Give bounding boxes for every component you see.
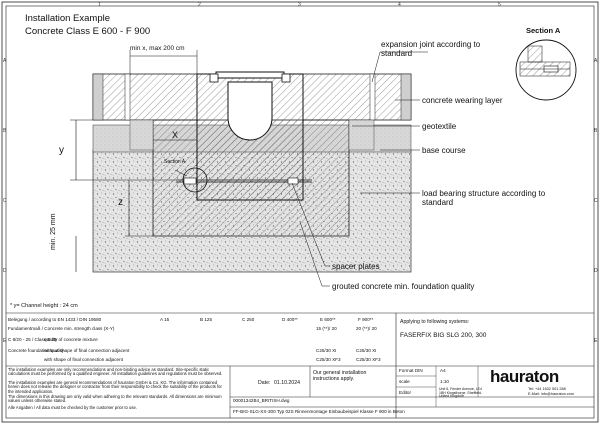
general-note: Our general installation instructions ap… [313, 370, 367, 383]
grid-row-c: C [3, 198, 7, 204]
company-phone: Tel: +44 1632 501 288 [528, 387, 566, 391]
leader-grouted [299, 221, 330, 287]
format-value: A4 [440, 368, 446, 373]
grid-row-e: E [3, 338, 7, 344]
label-base-course: base course [422, 146, 466, 155]
spec-row5-note: with shape of final connection adjacent [44, 357, 123, 362]
section-a-small-label: Section A [164, 159, 186, 165]
title-line1: Installation Example [25, 13, 111, 24]
expansion-joint-left [124, 73, 131, 121]
editor-label: Editor [399, 390, 412, 395]
spec-row2-e600: 15 (**)/ 20 [316, 326, 337, 331]
wearing-layer-right [302, 73, 412, 121]
grating-frame-left [209, 73, 219, 83]
dim-z: z [118, 197, 123, 208]
spec-row5-f900: C25/30 XF3 [356, 357, 381, 362]
spec-row2-f900: 20 (**)/ 20 [356, 326, 377, 331]
leader-spacer [291, 182, 330, 267]
dim-min-max: min x, max 200 cm [130, 45, 185, 52]
grid-col-4: 4 [398, 2, 401, 8]
label-geotextile: geotextile [422, 122, 457, 131]
class-d400: D 400** [282, 317, 298, 322]
grid-row-d-right: D [594, 268, 598, 274]
wearing-layer-left-strip [92, 73, 104, 121]
grid-row-e-right: E [594, 338, 598, 344]
class-a15: A 15 [160, 317, 170, 322]
spec-row3-label: C 8/20 - 25 / Class B 25 [8, 337, 57, 342]
grid-col-3: 3 [298, 2, 301, 8]
grid-row-d: D [3, 268, 7, 274]
grid-row-b: B [3, 128, 7, 134]
grid-row-a: A [3, 58, 7, 64]
grid-col-1: 1 [98, 2, 101, 8]
company-logo: hauraton [490, 367, 559, 386]
spec-row3-note: quality of concrete mixture [44, 337, 98, 342]
company-email: E-Mail: info@hauraton.com [528, 392, 575, 396]
section-a-heading: Section A [526, 26, 561, 35]
label-load-bearing: load bearing structure according to stan… [422, 189, 546, 208]
note-1: The installation examples are only recom… [8, 367, 223, 377]
spec-row1-label: Belegung / according to EN 1433 / DIN 19… [8, 317, 102, 322]
note-2: The installation examples are general re… [8, 380, 222, 394]
spacer-plate-left [183, 177, 197, 185]
label-concrete-wearing-layer: concrete wearing layer [422, 96, 503, 105]
grating [215, 71, 285, 79]
note-4: Alle Angaben / All data must be checked … [8, 405, 137, 410]
scale-label: scale [399, 379, 410, 384]
applies-label: Applying to following systems: [400, 319, 470, 325]
grid-row-a-right: A [594, 58, 598, 64]
grid-row-c-right: C [594, 198, 598, 204]
label-spacer-plates: spacer plates [332, 262, 380, 271]
channel-inner [227, 81, 273, 141]
spec-row4-e600: C25/30 XI [316, 348, 337, 353]
footnote: * y= Channel height : 24 cm [10, 303, 78, 309]
base-right [348, 119, 375, 151]
spacer-plate-right [287, 177, 299, 185]
class-c250: C 250 [242, 317, 255, 322]
spec-row2-label: Fundamentmaß / Concrete min. strength cl… [8, 326, 115, 331]
drawing-number: 00001342B4_BRITISH.dwg [233, 398, 290, 403]
scale-value: 1:10 [440, 379, 449, 384]
wearing-layer-right-strip [400, 73, 412, 121]
spec-row5-e600: C25/30 XF3 [316, 357, 341, 362]
format-label: Format DIN [399, 368, 423, 373]
grid-row-b-right: B [594, 128, 598, 134]
grid-col-2: 2 [198, 2, 201, 8]
spec-row4-note: without shape of final connection adjace… [44, 348, 130, 353]
section-a-marker [182, 167, 208, 193]
class-b125: B 125 [200, 317, 213, 322]
label-grouted-concrete: grouted concrete min. foundation quality [332, 282, 475, 291]
wearing-layer-left [92, 73, 198, 121]
inner-frame [5, 5, 595, 419]
dim-x: X [172, 130, 179, 140]
base-left [129, 119, 154, 151]
dim-y: y [59, 145, 64, 156]
company-address: Unit 6, Fender Avenue, LE4 1BH Kingsthor… [439, 387, 482, 399]
leader-expansion [371, 51, 428, 83]
spec-row4-f900: C25/30 XI [356, 348, 377, 353]
label-expansion-joint: expansion joint according to standard [381, 40, 481, 59]
applies-system: FASERFIX BIG SLG 200, 300 [400, 332, 487, 339]
date-value: 01.10.2024 [274, 380, 300, 386]
spec-row4-label: Concrete foundation quality [8, 348, 64, 353]
grid-col-5: 5 [498, 2, 501, 8]
class-e600: E 600** [320, 317, 336, 322]
note-3: The dimensions in this drawing are only … [8, 394, 222, 404]
grating-frame-right [281, 73, 291, 83]
dim-min25: min. 25 mm [50, 213, 57, 250]
date-label: Date: [258, 380, 271, 386]
bottom-description: FF-BIG-SLG-XX-300 Typ 02S Rinnenmontage … [233, 409, 405, 414]
title-line2: Concrete Class E 600 - F 900 [25, 26, 151, 37]
class-f900: F 900** [358, 317, 374, 322]
